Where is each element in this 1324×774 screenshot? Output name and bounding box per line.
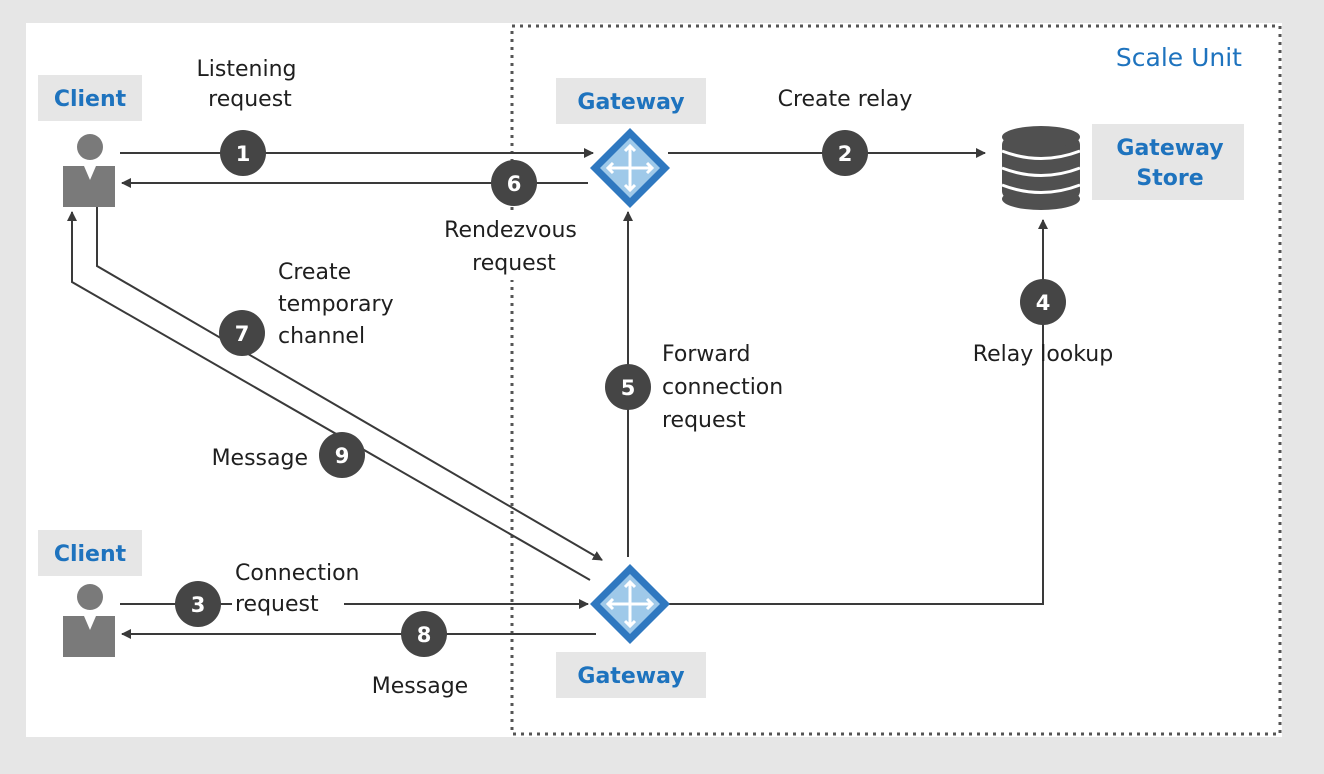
gateway-store-label-line1: Gateway xyxy=(1116,136,1223,161)
step-8-label: Message xyxy=(372,674,468,699)
step-4-number: 4 xyxy=(1036,291,1051,315)
step-1-label-line1: Listening xyxy=(197,57,297,82)
step-6-label-line1: Rendezvous xyxy=(444,218,577,243)
step-5-number: 5 xyxy=(621,376,636,400)
step-2-badge: 2 xyxy=(822,130,868,176)
gateway-top-label: Gateway xyxy=(577,90,684,115)
step-5-label-line3: request xyxy=(662,408,746,433)
step-4-badge: 4 xyxy=(1020,279,1066,325)
step-2-label-line1: Create relay xyxy=(778,87,913,112)
gateway-store-label-box xyxy=(1092,124,1244,200)
database-icon xyxy=(1001,126,1081,210)
step-3-label-line2-text: request xyxy=(235,592,319,617)
gateway-store-label-line2: Store xyxy=(1136,166,1203,191)
step-4-label-line1: Relay lookup xyxy=(973,342,1113,367)
step-7-label-line3: channel xyxy=(278,324,365,349)
step-5-label: Forward connection request xyxy=(662,342,790,433)
step-7-label-line2: temporary xyxy=(278,292,394,317)
step-5-badge: 5 xyxy=(605,364,651,410)
step-8-label-line1: Message xyxy=(372,674,468,699)
arrow-message-to-client xyxy=(67,211,591,581)
step-5-label-line2: connection xyxy=(662,375,783,400)
step-3-number: 3 xyxy=(191,593,206,617)
step-3-label: Connection xyxy=(235,561,359,586)
step-1-number: 1 xyxy=(236,142,251,166)
gateway-bottom-label: Gateway xyxy=(577,664,684,689)
person-icon xyxy=(63,134,115,207)
arrow-create-temporary-channel xyxy=(96,207,603,561)
scale-unit-label: Scale Unit xyxy=(1116,43,1242,72)
step-7-number: 7 xyxy=(235,322,250,346)
client-bottom: Client xyxy=(38,530,142,657)
step-3-label-line2: request xyxy=(235,592,319,617)
gateway-store: Gateway Store xyxy=(1001,124,1244,210)
client-top-label-box xyxy=(38,75,142,121)
step-5-label-line1: Forward xyxy=(662,342,750,367)
client-bottom-label: Client xyxy=(54,542,127,567)
step-7-badge: 7 xyxy=(219,310,265,356)
step-6-label-line2: request xyxy=(472,251,556,276)
step-3-label-line1: Connection xyxy=(235,561,359,586)
step-8-number: 8 xyxy=(417,623,432,647)
client-top: Client xyxy=(38,75,142,207)
step-6-label-mask xyxy=(434,212,594,280)
client-bottom-label-box xyxy=(38,530,142,576)
step-7-label-line1: Create xyxy=(278,260,351,285)
gateway-bottom: Gateway xyxy=(556,564,706,698)
step-3-badge: 3 xyxy=(175,581,221,627)
step-1-label: Listening request xyxy=(197,57,304,112)
step-3-label-mask xyxy=(232,590,344,618)
router-diamond-icon xyxy=(590,128,670,208)
client-top-label: Client xyxy=(54,87,127,112)
router-diamond-icon xyxy=(590,564,670,644)
step-2-label: Create relay xyxy=(778,87,913,112)
step-1-label-line2: request xyxy=(208,87,292,112)
step-labels: Listening request Create relay Connectio… xyxy=(197,57,1114,699)
step-7-label: Create temporary channel xyxy=(278,260,401,349)
step-6-badge: 6 xyxy=(491,160,537,206)
gateway-top: Gateway xyxy=(556,78,706,208)
step-8-badge: 8 xyxy=(401,611,447,657)
step-1-badge: 1 xyxy=(220,130,266,176)
step-4-label: Relay lookup xyxy=(973,342,1113,367)
step-9-label: Message xyxy=(212,446,308,471)
arrow-relay-lookup xyxy=(668,219,1048,605)
step-6-label: Rendezvous request xyxy=(444,218,584,276)
step-9-number: 9 xyxy=(335,444,350,468)
step-9-badge: 9 xyxy=(319,432,365,478)
gateway-top-label-box xyxy=(556,78,706,124)
step-badges: 1 2 3 4 5 6 7 8 xyxy=(175,130,1066,657)
person-icon xyxy=(63,584,115,657)
connections xyxy=(67,148,1048,639)
scale-unit-boundary xyxy=(510,24,1282,736)
step-9-label-line1: Message xyxy=(212,446,308,471)
step-6-number: 6 xyxy=(507,172,522,196)
step-2-number: 2 xyxy=(838,142,853,166)
gateway-bottom-label-box xyxy=(556,652,706,698)
